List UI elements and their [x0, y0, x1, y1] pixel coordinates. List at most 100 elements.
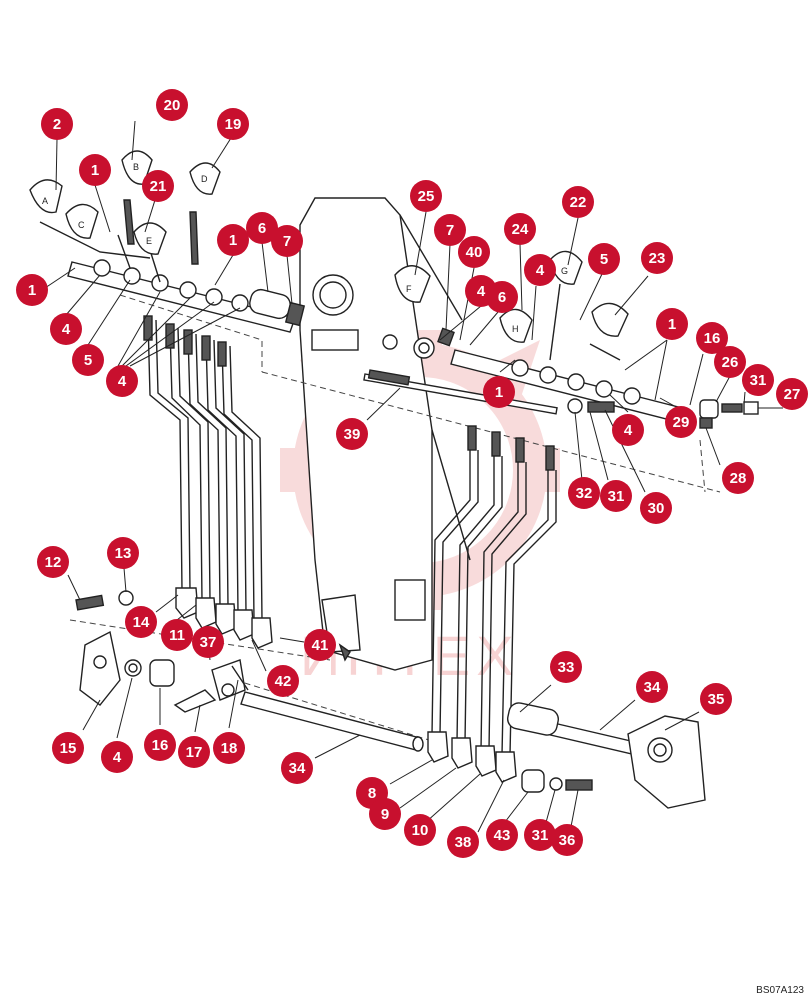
- callout-19: 19: [217, 108, 249, 140]
- callout-5b: 5: [588, 243, 620, 275]
- callout-1b: 1: [217, 224, 249, 256]
- svg-text:31: 31: [750, 372, 767, 389]
- svg-text:25: 25: [418, 188, 435, 205]
- callout-21: 21: [142, 170, 174, 202]
- svg-text:12: 12: [45, 554, 62, 571]
- callout-1c: 1: [16, 274, 48, 306]
- lower-shafts: [240, 691, 706, 809]
- callout-4b: 4: [106, 365, 138, 397]
- svg-text:4: 4: [624, 422, 633, 439]
- svg-text:1: 1: [229, 232, 237, 249]
- callout-7b: 7: [434, 214, 466, 246]
- svg-text:1: 1: [28, 282, 36, 299]
- callout-40: 40: [458, 236, 490, 268]
- callout-4a: 4: [50, 313, 82, 345]
- callout-7: 7: [271, 225, 303, 257]
- knob-a: A: [29, 179, 63, 214]
- left-knobs: A C B D E: [29, 150, 221, 265]
- svg-text:38: 38: [455, 834, 472, 851]
- knob-h: H: [499, 308, 533, 343]
- knob-e: E: [133, 222, 167, 255]
- callout-4f: 4: [101, 741, 133, 773]
- svg-text:34: 34: [644, 679, 661, 696]
- svg-text:17: 17: [186, 744, 203, 761]
- leader-lines: [44, 120, 783, 833]
- knob-f: F: [394, 265, 431, 303]
- callout-30: 30: [640, 492, 672, 524]
- svg-text:G: G: [561, 266, 568, 276]
- callout-35: 35: [700, 683, 732, 715]
- callout-34b: 34: [636, 671, 668, 703]
- callout-5: 5: [72, 344, 104, 376]
- svg-text:1: 1: [91, 162, 99, 179]
- svg-text:39: 39: [344, 426, 361, 443]
- svg-text:4: 4: [536, 262, 545, 279]
- callout-4e: 4: [612, 414, 644, 446]
- callout-12: 12: [37, 546, 69, 578]
- callout-13: 13: [107, 537, 139, 569]
- svg-text:18: 18: [221, 740, 238, 757]
- svg-text:4: 4: [113, 749, 122, 766]
- svg-text:6: 6: [498, 289, 506, 306]
- callout-27: 27: [776, 378, 808, 410]
- callout-26: 26: [714, 346, 746, 378]
- svg-text:26: 26: [722, 354, 739, 371]
- callout-1e: 1: [483, 376, 515, 408]
- svg-text:36: 36: [559, 832, 576, 849]
- callout-2: 2: [41, 108, 73, 140]
- callout-31c: 31: [524, 819, 556, 851]
- svg-text:9: 9: [381, 806, 389, 823]
- svg-text:32: 32: [576, 485, 593, 502]
- callout-10: 10: [404, 814, 436, 846]
- svg-text:27: 27: [784, 386, 801, 403]
- callout-28: 28: [722, 462, 754, 494]
- callout-42: 42: [267, 665, 299, 697]
- callout-34a: 34: [281, 752, 313, 784]
- svg-text:30: 30: [648, 500, 665, 517]
- svg-text:33: 33: [558, 659, 575, 676]
- svg-text:8: 8: [368, 785, 376, 802]
- svg-text:10: 10: [412, 822, 429, 839]
- callout-15: 15: [52, 732, 84, 764]
- right-shaft-assembly: [382, 327, 759, 429]
- svg-text:16: 16: [704, 330, 721, 347]
- svg-text:7: 7: [283, 233, 291, 250]
- svg-text:4: 4: [118, 373, 127, 390]
- svg-text:43: 43: [494, 827, 511, 844]
- callout-41: 41: [304, 629, 336, 661]
- svg-text:14: 14: [133, 614, 150, 631]
- svg-text:29: 29: [673, 414, 690, 431]
- svg-text:1: 1: [495, 384, 503, 401]
- left-shaft-assembly: [39, 221, 306, 333]
- svg-text:6: 6: [258, 220, 266, 237]
- callout-29: 29: [665, 406, 697, 438]
- svg-text:15: 15: [60, 740, 77, 757]
- callout-9: 9: [369, 798, 401, 830]
- callout-14: 14: [125, 606, 157, 638]
- callout-31a: 31: [742, 364, 774, 396]
- svg-text:5: 5: [84, 352, 92, 369]
- callout-20: 20: [156, 89, 188, 121]
- knob-c: C: [65, 203, 99, 239]
- svg-text:24: 24: [512, 221, 529, 238]
- svg-text:2: 2: [53, 116, 61, 133]
- svg-text:E: E: [146, 236, 152, 246]
- svg-text:B: B: [133, 162, 139, 172]
- callout-33: 33: [550, 651, 582, 683]
- knob-b: B: [121, 150, 153, 185]
- svg-text:41: 41: [312, 637, 329, 654]
- svg-text:A: A: [42, 196, 48, 206]
- housing: [299, 197, 471, 671]
- svg-text:31: 31: [608, 488, 625, 505]
- callout-16b: 16: [144, 729, 176, 761]
- callout-16: 16: [696, 322, 728, 354]
- svg-text:16: 16: [152, 737, 169, 754]
- callout-4d: 4: [524, 254, 556, 286]
- svg-text:7: 7: [446, 222, 454, 239]
- callout-18: 18: [213, 732, 245, 764]
- svg-text:35: 35: [708, 691, 725, 708]
- svg-text:37: 37: [200, 634, 217, 651]
- callout-24: 24: [504, 213, 536, 245]
- left-linkage-rods: [143, 315, 273, 649]
- callout-23: 23: [641, 242, 673, 274]
